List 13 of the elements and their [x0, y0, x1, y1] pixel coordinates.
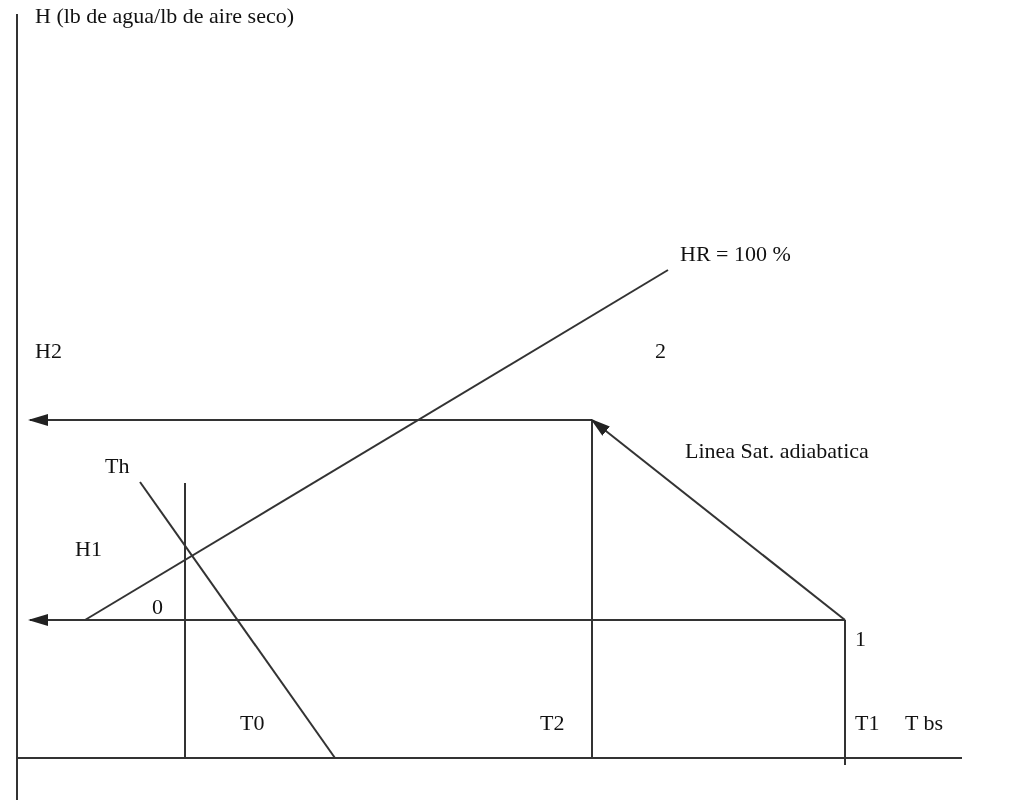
axis-label: H (lb de agua/lb de aire seco)	[35, 5, 294, 27]
axis-value-label: H2	[35, 340, 62, 362]
axis-value-label: T0	[240, 712, 265, 734]
axis-value-label: H1	[75, 538, 102, 560]
point-label: 1	[855, 628, 866, 650]
line-label: Th	[105, 455, 130, 477]
point-label: 0	[152, 596, 163, 618]
axis-value-label: T2	[540, 712, 565, 734]
point-label: 2	[655, 340, 666, 362]
line-label: Linea Sat. adiabatica	[685, 440, 869, 462]
axis-value-label: T1	[855, 712, 880, 734]
axis-label: T bs	[905, 712, 944, 734]
curve-label: HR = 100 %	[680, 243, 791, 265]
